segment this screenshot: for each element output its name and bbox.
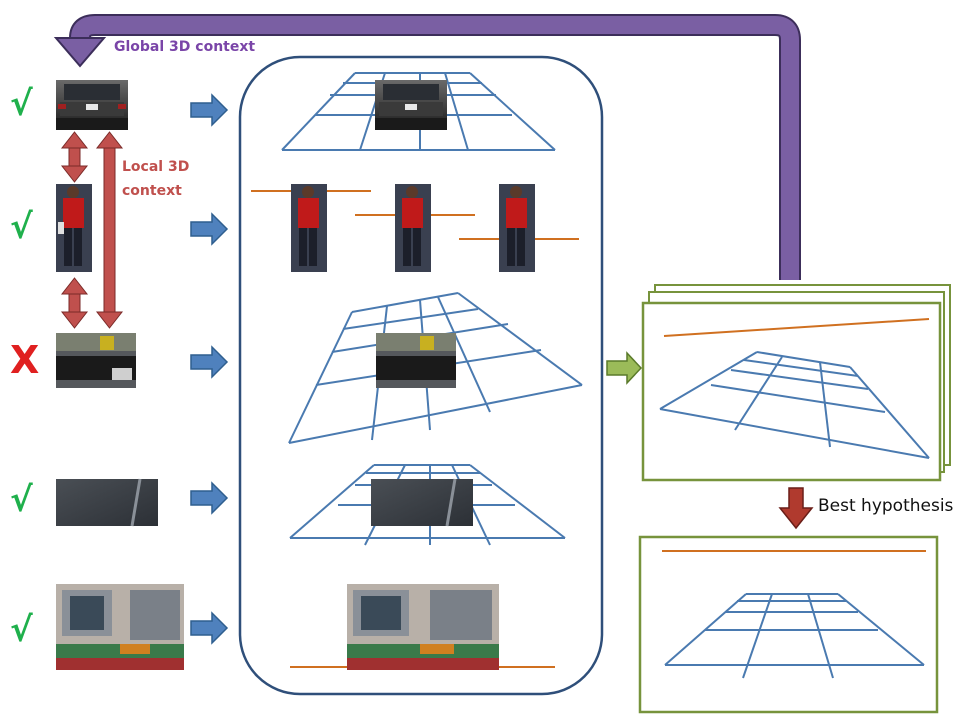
local-context-arrow-short-bottom [60, 277, 89, 329]
patch-occluded-car [56, 333, 136, 388]
row-3-cross-mark: X [10, 338, 40, 382]
patch-road-placed [371, 478, 473, 527]
flow-arrow-row-2 [190, 212, 229, 246]
flow-arrow-row-1 [190, 93, 229, 127]
global-context-label: Global 3D context [114, 39, 256, 55]
flow-arrow-row-3 [190, 345, 229, 379]
global-context-arrow [53, 14, 801, 280]
pedestrian-hypothesis-3 [499, 184, 535, 272]
row-4-check-mark: √ [10, 480, 33, 520]
best-hypothesis-arrow [778, 487, 814, 530]
hypothesis-stack [641, 284, 951, 482]
row-2-check-mark: √ [10, 207, 33, 247]
hypothesis-arrow [606, 351, 643, 385]
patch-pedestrian [56, 184, 92, 272]
pedestrian-hypothesis-2 [395, 184, 431, 272]
flow-arrow-row-4 [190, 481, 229, 515]
patch-car-placed [375, 80, 447, 130]
flow-arrow-row-5 [190, 611, 229, 645]
row-5-check-mark: √ [10, 610, 33, 650]
local-context-label-line-1: Local 3D [122, 159, 190, 175]
patch-car [56, 80, 128, 130]
local-context-arrow-short-top [60, 131, 89, 183]
patch-road [56, 478, 158, 527]
patch-building-facade [56, 584, 184, 670]
local-context-arrow-long [95, 131, 124, 329]
best-hypothesis-label: Best hypothesis [818, 496, 954, 516]
row-1-check-mark: √ [10, 84, 33, 124]
best-hypothesis-card [638, 535, 939, 714]
local-context-label-line-2: context [122, 183, 182, 199]
patch-occluded-car-placed [376, 333, 456, 388]
patch-building-placed [347, 584, 499, 670]
scene-hypotheses-panel [238, 55, 604, 696]
pedestrian-hypothesis-1 [291, 184, 327, 272]
